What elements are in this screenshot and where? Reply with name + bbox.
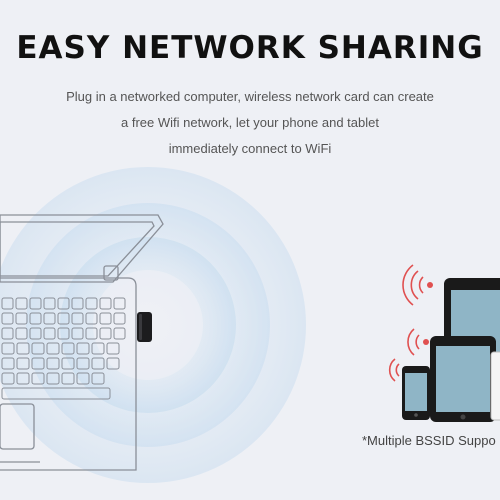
keyboard-key: [76, 372, 90, 385]
keyboard-key: [46, 342, 60, 355]
keyboard-key: [43, 297, 56, 310]
keyboard-key: [29, 327, 42, 340]
keyboard-key: [31, 342, 45, 355]
keyboard-key: [71, 312, 84, 325]
keyboard-key: [91, 357, 105, 370]
keyboard-key: [46, 357, 60, 370]
keyboard-key: [106, 357, 120, 370]
keyboard-key: [57, 312, 70, 325]
keyboard-key: [1, 312, 14, 325]
bssid-footnote: *Multiple BSSID Suppo: [362, 433, 496, 448]
phone-icon: [402, 366, 430, 420]
keyboard-key: [71, 327, 84, 340]
keyboard-key: [113, 312, 126, 325]
keyboard-key: [29, 297, 42, 310]
laptop-icon: [0, 214, 164, 471]
keyboard-key: [99, 312, 112, 325]
keyboard-key: [76, 357, 90, 370]
keyboard-key: [1, 342, 15, 355]
keyboard-key: [15, 327, 28, 340]
keyboard-key: [57, 297, 70, 310]
keyboard-key: [46, 372, 60, 385]
keyboard-key: [1, 357, 15, 370]
signal-icon: [388, 264, 433, 382]
keyboard-key: [85, 327, 98, 340]
subtitle-line-2: a free Wifi network, let your phone and …: [121, 115, 379, 130]
subtitle-line-3: immediately connect to WiFi: [168, 141, 332, 156]
keyboard-key: [16, 357, 30, 370]
subtitle-line-1: Plug in a networked computer, wireless n…: [66, 89, 434, 104]
keyboard-key: [61, 372, 75, 385]
keyboard-key: [43, 312, 56, 325]
keyboard-key: [71, 297, 84, 310]
keyboard-key: [16, 342, 30, 355]
keyboard-key: [113, 327, 126, 340]
keyboard-key: [76, 342, 90, 355]
keyboard-key: [85, 312, 98, 325]
keyboard-key: [16, 372, 30, 385]
keyboard-key: [1, 297, 14, 310]
keyboard-key: [61, 342, 75, 355]
keyboard-key: [31, 357, 45, 370]
keyboard-key: [113, 297, 126, 310]
keyboard-key: [85, 297, 98, 310]
keyboard-key: [1, 327, 14, 340]
tablet-icon: [490, 351, 500, 421]
keyboard-spacebar: [1, 387, 111, 400]
keyboard-key: [91, 372, 105, 385]
tablet-icon: [430, 336, 496, 422]
keyboard-key: [99, 327, 112, 340]
usb-adapter-icon: [137, 312, 152, 342]
keyboard-key: [15, 312, 28, 325]
keyboard-key: [43, 327, 56, 340]
headline: EASY NETWORK SHARING: [16, 30, 484, 66]
keyboard-key: [31, 372, 45, 385]
keyboard-key: [99, 297, 112, 310]
keyboard-key: [106, 342, 120, 355]
keyboard-key: [61, 357, 75, 370]
keyboard-key: [29, 312, 42, 325]
keyboard-key: [1, 372, 15, 385]
keyboard-key: [57, 327, 70, 340]
keyboard-key: [15, 297, 28, 310]
keyboard-key: [91, 342, 105, 355]
